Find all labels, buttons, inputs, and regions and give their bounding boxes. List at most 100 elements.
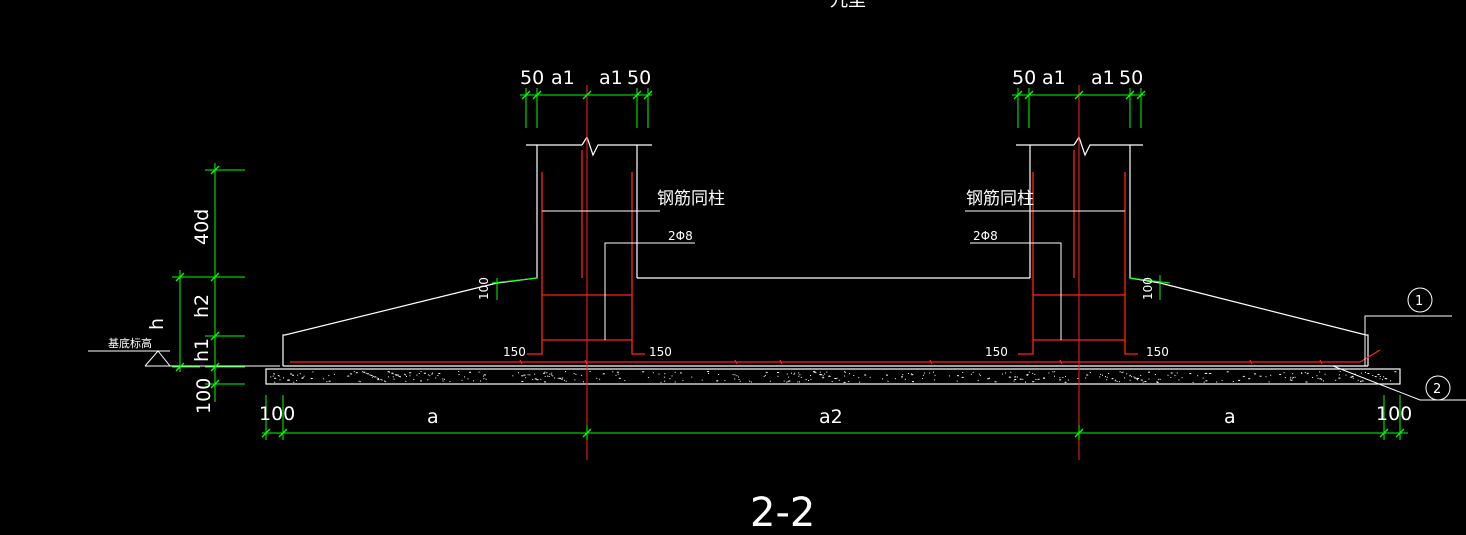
cushion-dot — [398, 375, 401, 377]
dim-h1: h1 — [191, 338, 213, 362]
cushion-dot — [274, 381, 276, 383]
cushion-dot — [1270, 374, 1272, 376]
cushion-dot — [303, 375, 305, 377]
cushion-dot — [1352, 377, 1354, 379]
cushion-dot — [420, 380, 422, 382]
cushion-dot — [290, 373, 292, 374]
right-stirrup-leader — [970, 242, 1062, 340]
cushion-dot — [1019, 378, 1022, 380]
cushion-dot — [769, 380, 771, 382]
hook-150-2: 150 — [649, 345, 672, 359]
left-rebar-label: 钢筋同柱 — [657, 189, 725, 209]
cushion-dot — [1112, 378, 1114, 380]
cushion-dot — [1178, 379, 1180, 381]
cushion-dot — [777, 372, 780, 373]
cushion-dot — [409, 375, 411, 377]
cushion-dot — [886, 374, 888, 376]
cushion-dot — [420, 371, 422, 373]
cushion-dot — [819, 371, 821, 373]
cushion-dot — [701, 379, 703, 381]
cushion-dot — [858, 377, 860, 379]
cushion-dot — [1360, 380, 1362, 382]
cushion-dot — [1102, 374, 1103, 376]
cushion-dot — [1129, 379, 1131, 381]
cushion-dot — [799, 374, 801, 376]
dim-left-50-a: 50 — [520, 67, 544, 89]
cushion-dot — [1048, 372, 1050, 374]
cushion-dot — [299, 373, 301, 375]
cushion-dot — [1232, 381, 1234, 382]
cushion-dot — [532, 379, 534, 381]
cushion-dot — [278, 375, 280, 377]
cushion-dot — [750, 381, 752, 383]
left-col-100: 100 — [477, 277, 491, 300]
cushion-dot — [583, 381, 584, 383]
cushion-dot — [791, 372, 792, 374]
cushion-dot — [763, 375, 765, 377]
cushion-dot — [786, 373, 788, 375]
cushion-dot — [1119, 371, 1121, 373]
rebar-group — [290, 150, 1381, 365]
cushion-dot — [724, 380, 726, 382]
dim-left-50-b: 50 — [627, 67, 651, 89]
cushion-dot — [961, 376, 964, 378]
bottom-dim-100-left: 100 — [259, 403, 295, 425]
cushion-dot — [1202, 377, 1204, 379]
cushion-dot — [1283, 372, 1285, 374]
cushion-dot — [788, 380, 791, 382]
cushion-dot — [544, 375, 546, 377]
cushion-dot — [1170, 377, 1172, 378]
cushion-dot — [1026, 374, 1028, 376]
cushion-dot — [273, 373, 275, 375]
cushion-dot — [836, 377, 838, 379]
cushion-dot — [1126, 373, 1128, 375]
cushion-dot — [682, 380, 684, 382]
cushion-dot — [797, 381, 799, 383]
cushion-dot — [435, 377, 437, 379]
cushion-dot — [549, 373, 551, 375]
cushion-dot — [369, 374, 371, 376]
right-stirrup-label: 2Φ8 — [973, 229, 998, 243]
cushion-dot — [461, 379, 463, 381]
cushion-dot — [1118, 381, 1120, 383]
cushion-dot — [371, 376, 373, 378]
cushion-dot — [616, 371, 619, 373]
cushion-dot — [1254, 373, 1257, 375]
cushion-dot — [783, 380, 785, 382]
cushion-dot — [393, 378, 395, 380]
cushion-dot — [1324, 373, 1326, 375]
cushion-dot — [812, 371, 815, 373]
cushion-dot — [293, 381, 295, 383]
dim-40d: 40d — [191, 209, 213, 245]
cushion-dot — [843, 381, 846, 383]
cushion-dot — [363, 371, 365, 373]
cushion-dot — [381, 379, 383, 381]
cushion-dot — [527, 374, 529, 376]
cushion-dot — [1316, 375, 1318, 377]
cushion-dot — [1221, 379, 1223, 381]
cushion-dot — [734, 378, 736, 380]
cushion-dot — [1100, 373, 1102, 375]
cushion-dot — [829, 375, 831, 377]
cushion-dot — [399, 376, 401, 378]
cushion-dot — [418, 373, 420, 374]
cushion-dot — [429, 375, 431, 377]
cushion-dot — [1032, 381, 1035, 383]
cushion-dot — [824, 373, 826, 375]
cushion-dot — [359, 381, 361, 383]
cushion-dot — [1259, 375, 1262, 377]
cushion-dot — [647, 377, 649, 379]
cushion-dot — [815, 372, 817, 374]
cushion-dot — [374, 376, 377, 378]
cushion-dot — [1170, 372, 1173, 374]
cushion-dot — [1067, 379, 1069, 381]
cushion-dot — [1077, 378, 1079, 379]
cushion-dot — [365, 372, 367, 374]
cushion-dot — [277, 375, 279, 376]
cushion-dot — [1321, 379, 1323, 381]
cushion-dot — [310, 378, 313, 379]
bottom-dim-a-left: a — [427, 406, 439, 428]
cushion-dot — [565, 380, 567, 382]
cushion-dot — [388, 371, 390, 373]
cushion-dot — [977, 380, 979, 382]
